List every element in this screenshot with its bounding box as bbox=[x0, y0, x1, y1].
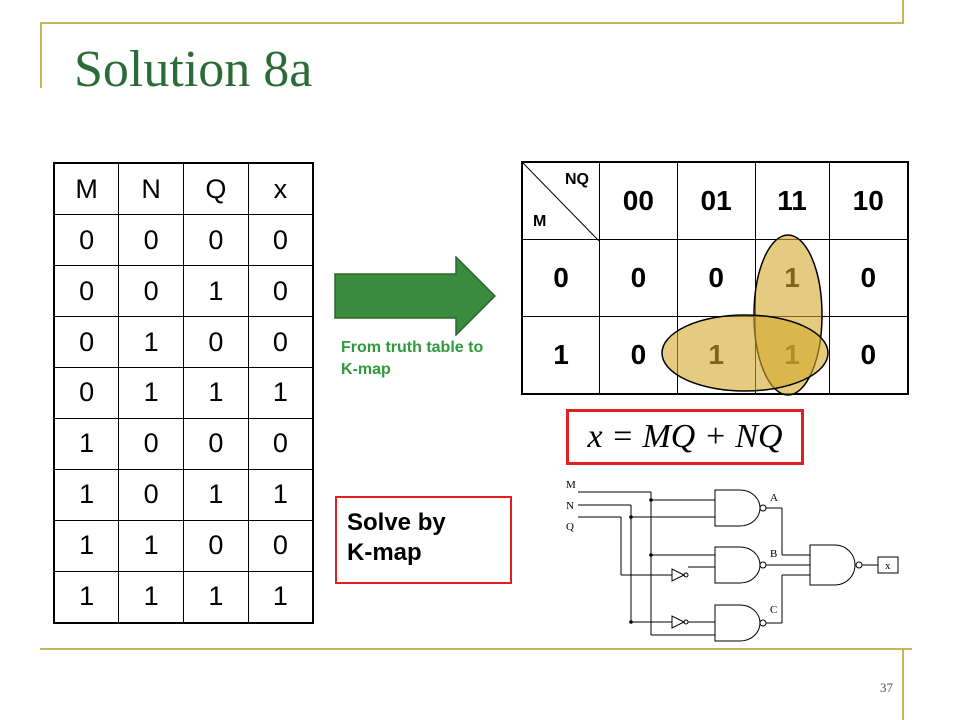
frame-line-right bbox=[902, 0, 904, 24]
k-map-row: 1 0 1 1 0 bbox=[521, 315, 909, 395]
truth-table-cell: 1 bbox=[247, 468, 314, 521]
output-label: x bbox=[885, 560, 891, 572]
k-map: NQ M 00 01 11 10 0 0 0 1 0 1 0 1 1 0 bbox=[521, 161, 909, 395]
k-map-row-header: 1 bbox=[521, 315, 600, 395]
truth-table-cell: 0 bbox=[247, 519, 314, 572]
k-map-col-header: 11 bbox=[754, 161, 830, 241]
truth-table-cell: 0 bbox=[118, 468, 184, 521]
truth-table-cell: 1 bbox=[247, 570, 314, 624]
truth-table-cell: 0 bbox=[183, 316, 249, 368]
truth-table-cell: 0 bbox=[247, 214, 314, 267]
k-map-corner: NQ M bbox=[521, 161, 600, 241]
page-number: 37 bbox=[880, 680, 893, 695]
k-map-cell: 0 bbox=[828, 239, 909, 317]
k-map-cell: 1 bbox=[754, 239, 830, 317]
truth-table-row: 0 0 0 0 bbox=[53, 214, 314, 267]
boolean-expression: x = MQ + NQ bbox=[566, 409, 804, 465]
k-map-cell: 1 bbox=[676, 315, 756, 395]
truth-table-header: N bbox=[118, 162, 184, 216]
truth-table-cell: 1 bbox=[183, 468, 249, 521]
input-label: Q bbox=[566, 521, 574, 533]
truth-table-cell: 1 bbox=[118, 570, 184, 624]
solve-by-kmap-note: Solve by K-map bbox=[335, 496, 512, 584]
truth-table-cell: 0 bbox=[53, 366, 120, 419]
truth-table-header-row: M N Q x bbox=[53, 162, 314, 216]
k-map-col-header: 00 bbox=[599, 161, 678, 241]
truth-table-row: 0 1 0 0 bbox=[53, 316, 314, 368]
truth-table-cell: 0 bbox=[118, 265, 184, 318]
truth-table-cell: 1 bbox=[247, 366, 314, 419]
truth-table-cell: 0 bbox=[53, 316, 120, 368]
truth-table-cell: 0 bbox=[183, 417, 249, 470]
k-map-cell: 0 bbox=[828, 315, 909, 395]
truth-table-cell: 1 bbox=[183, 265, 249, 318]
truth-table-cell: 0 bbox=[183, 519, 249, 572]
truth-table-cell: 1 bbox=[183, 570, 249, 624]
frame-line-bottom-right bbox=[902, 648, 904, 720]
frame-line-bottom bbox=[40, 648, 912, 650]
gate-label: C bbox=[770, 604, 777, 616]
truth-table-row: 1 0 0 0 bbox=[53, 417, 314, 470]
k-map-cell: 0 bbox=[676, 239, 756, 317]
k-map-cell: 0 bbox=[599, 315, 678, 395]
frame-line-left bbox=[40, 22, 42, 88]
truth-table-cell: 1 bbox=[118, 519, 184, 572]
truth-table-cell: 1 bbox=[53, 570, 120, 624]
logic-circuit-diagram: M N Q bbox=[566, 479, 899, 642]
truth-table-row: 1 1 1 1 bbox=[53, 570, 314, 624]
truth-table-cell: 0 bbox=[53, 214, 120, 267]
k-map-col-header: 10 bbox=[828, 161, 909, 241]
truth-table-cell: 0 bbox=[183, 214, 249, 267]
k-map-col-variable: NQ bbox=[565, 171, 589, 188]
truth-table-cell: 1 bbox=[118, 316, 184, 368]
truth-table-cell: 1 bbox=[53, 417, 120, 470]
truth-table-header: M bbox=[53, 162, 120, 216]
input-label: N bbox=[566, 500, 574, 512]
truth-table-cell: 0 bbox=[118, 214, 184, 267]
truth-table-row: 1 0 1 1 bbox=[53, 468, 314, 521]
k-map-header-row: NQ M 00 01 11 10 bbox=[521, 161, 909, 241]
k-map-col-header: 01 bbox=[676, 161, 756, 241]
gate-label: A bbox=[770, 492, 778, 504]
truth-table-row: 0 0 1 0 bbox=[53, 265, 314, 318]
input-label: M bbox=[566, 479, 576, 491]
arrow-caption: From truth table to K-map bbox=[341, 339, 484, 378]
gate-label: B bbox=[770, 548, 777, 560]
truth-table: M N Q x 0 0 0 0 0 0 1 0 0 1 0 0 0 1 1 1 … bbox=[53, 162, 314, 624]
truth-table-cell: 0 bbox=[247, 417, 314, 470]
k-map-row-header: 0 bbox=[521, 239, 600, 317]
truth-table-cell: 0 bbox=[247, 316, 314, 368]
truth-table-cell: 0 bbox=[53, 265, 120, 318]
k-map-row-variable: M bbox=[533, 213, 547, 231]
truth-table-row: 0 1 1 1 bbox=[53, 366, 314, 419]
truth-table-cell: 1 bbox=[183, 366, 249, 419]
k-map-row: 0 0 0 1 0 bbox=[521, 239, 909, 317]
truth-table-cell: 1 bbox=[118, 366, 184, 419]
truth-table-row: 1 1 0 0 bbox=[53, 519, 314, 572]
frame-line-top bbox=[40, 22, 904, 24]
diagonal-line bbox=[523, 163, 599, 241]
truth-table-cell: 0 bbox=[118, 417, 184, 470]
k-map-cell: 0 bbox=[599, 239, 678, 317]
k-map-cell: 1 bbox=[754, 315, 830, 395]
truth-table-cell: 1 bbox=[53, 519, 120, 572]
truth-table-cell: 0 bbox=[247, 265, 314, 318]
truth-table-header: Q bbox=[183, 162, 249, 216]
right-arrow-icon bbox=[334, 256, 496, 336]
slide-title: Solution 8a bbox=[74, 41, 313, 98]
truth-table-cell: 1 bbox=[53, 468, 120, 521]
truth-table-header: x bbox=[247, 162, 314, 216]
